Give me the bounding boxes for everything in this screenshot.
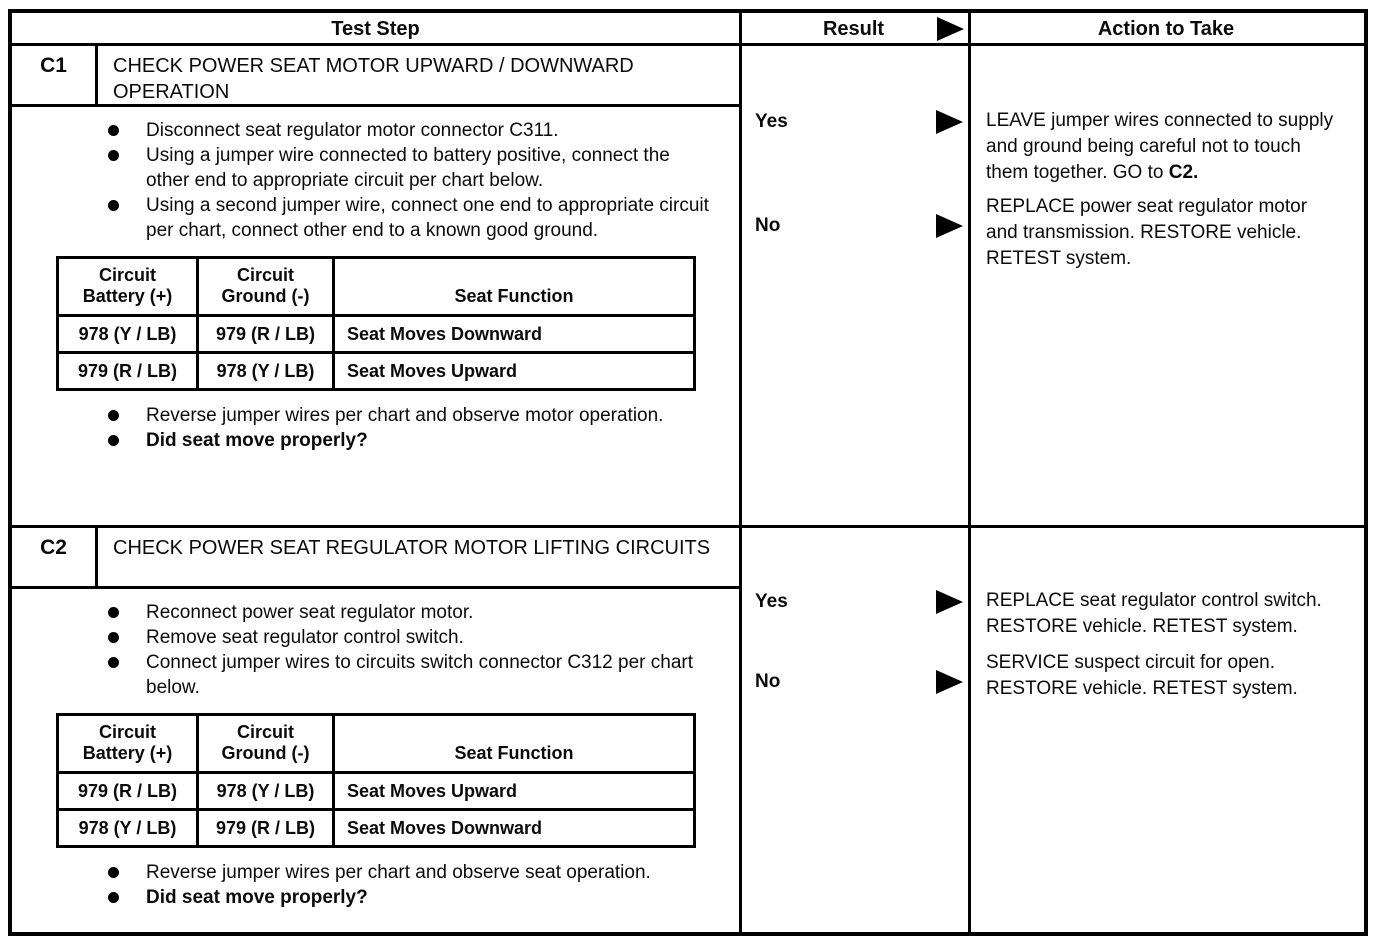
bullet-icon	[108, 125, 119, 136]
chart-cell: 978 (Y / LB)	[196, 351, 335, 391]
column-header-result-label: Result	[822, 18, 885, 40]
result-label: Yes	[755, 591, 788, 612]
action-paragraph: SERVICE suspect circuit for open. RESTOR…	[986, 652, 1298, 699]
list-item: Reverse jumper wires per chart and obser…	[12, 860, 742, 885]
action-cell: REPLACE seat regulator control switch. R…	[968, 528, 1364, 933]
instruction-list: Reverse jumper wires per chart and obser…	[12, 860, 742, 910]
column-header-result: Result	[739, 13, 968, 43]
action-paragraph: REPLACE power seat regulator motor and t…	[986, 196, 1308, 269]
bullet-icon	[108, 200, 119, 211]
table-row: Circuit Battery (+) Circuit Ground (-) S…	[56, 256, 696, 317]
list-item-question: Did seat move properly?	[12, 428, 742, 453]
circuit-chart: Circuit Battery (+) Circuit Ground (-) S…	[56, 256, 696, 391]
right-triangle-icon	[936, 590, 963, 614]
result-row-yes: Yes	[755, 590, 968, 614]
step-header: C2 CHECK POWER SEAT REGULATOR MOTOR LIFT…	[12, 528, 742, 589]
table-row: Circuit Battery (+) Circuit Ground (-) S…	[56, 713, 696, 774]
bullet-icon	[108, 657, 119, 668]
chart-header-function: Seat Function	[332, 256, 696, 317]
step-header: C1 CHECK POWER SEAT MOTOR UPWARD / DOWNW…	[12, 46, 742, 107]
chart-header-function: Seat Function	[332, 713, 696, 774]
chart-cell: 978 (Y / LB)	[56, 314, 199, 354]
result-label: Yes	[755, 111, 788, 132]
chart-cell: 979 (R / LB)	[56, 351, 199, 391]
table-row: 979 (R / LB) 978 (Y / LB) Seat Moves Upw…	[56, 351, 696, 391]
right-triangle-icon	[937, 17, 964, 41]
chart-cell: 979 (R / LB)	[196, 808, 335, 848]
test-step-cell: C2 CHECK POWER SEAT REGULATOR MOTOR LIFT…	[12, 528, 742, 933]
bullet-icon	[108, 892, 119, 903]
result-cell: Yes No	[742, 528, 968, 933]
chart-header-battery: Circuit Battery (+)	[56, 713, 199, 774]
right-triangle-icon	[936, 214, 963, 238]
result-cell: Yes No	[742, 46, 968, 525]
chart-cell: Seat Moves Upward	[332, 771, 696, 811]
step-body: Reconnect power seat regulator motor. Re…	[12, 589, 742, 910]
column-divider	[739, 13, 742, 932]
list-item: Reverse jumper wires per chart and obser…	[12, 403, 742, 428]
list-item: Remove seat regulator control switch.	[12, 625, 742, 650]
bullet-icon	[108, 150, 119, 161]
circuit-chart: Circuit Battery (+) Circuit Ground (-) S…	[56, 713, 696, 848]
chart-cell: 978 (Y / LB)	[56, 808, 199, 848]
chart-cell: Seat Moves Downward	[332, 808, 696, 848]
step-id: C1	[12, 46, 98, 104]
bullet-icon	[108, 632, 119, 643]
right-triangle-icon	[936, 110, 963, 134]
chart-cell: Seat Moves Downward	[332, 314, 696, 354]
result-label: No	[755, 671, 781, 692]
instruction-list: Disconnect seat regulator motor connecto…	[12, 118, 742, 243]
test-step-cell: C1 CHECK POWER SEAT MOTOR UPWARD / DOWNW…	[12, 46, 742, 525]
action-paragraph: REPLACE seat regulator control switch. R…	[986, 590, 1322, 637]
action-paragraph: LEAVE jumper wires connected to supply a…	[986, 110, 1334, 183]
right-triangle-icon	[936, 670, 963, 694]
chart-cell: Seat Moves Upward	[332, 351, 696, 391]
column-header-action: Action to Take	[1097, 18, 1235, 40]
list-item: Using a jumper wire connected to battery…	[12, 143, 742, 193]
instruction-list: Reconnect power seat regulator motor. Re…	[12, 600, 742, 700]
result-row-no: No	[755, 214, 968, 238]
result-label: No	[755, 215, 781, 236]
chart-cell: 979 (R / LB)	[56, 771, 199, 811]
result-row-yes: Yes	[755, 110, 968, 134]
test-section-c1: C1 CHECK POWER SEAT MOTOR UPWARD / DOWNW…	[12, 46, 1364, 528]
bold-step-reference: C2.	[1168, 162, 1199, 183]
table-row: 979 (R / LB) 978 (Y / LB) Seat Moves Upw…	[56, 771, 696, 811]
list-item: Disconnect seat regulator motor connecto…	[12, 118, 742, 143]
bullet-icon	[108, 435, 119, 446]
instruction-list: Reverse jumper wires per chart and obser…	[12, 403, 742, 453]
list-item: Reconnect power seat regulator motor.	[12, 600, 742, 625]
bullet-icon	[108, 607, 119, 618]
action-cell: LEAVE jumper wires connected to supply a…	[968, 46, 1364, 525]
test-section-c2: C2 CHECK POWER SEAT REGULATOR MOTOR LIFT…	[12, 528, 1364, 933]
list-item: Connect jumper wires to circuits switch …	[12, 650, 742, 700]
chart-header-ground: Circuit Ground (-)	[196, 713, 335, 774]
step-body: Disconnect seat regulator motor connecto…	[12, 107, 742, 453]
bullet-icon	[108, 410, 119, 421]
table-row: 978 (Y / LB) 979 (R / LB) Seat Moves Dow…	[56, 808, 696, 848]
list-item: Using a second jumper wire, connect one …	[12, 193, 742, 243]
bullet-icon	[108, 867, 119, 878]
step-title: CHECK POWER SEAT MOTOR UPWARD / DOWNWARD…	[113, 55, 634, 103]
chart-cell: 978 (Y / LB)	[196, 771, 335, 811]
step-id: C2	[12, 528, 98, 586]
diagnostic-table: Test Step Result Action to Take C1 CHECK…	[8, 9, 1368, 936]
table-header-row: Test Step Result Action to Take	[12, 13, 1364, 46]
result-row-no: No	[755, 670, 968, 694]
table-row: 978 (Y / LB) 979 (R / LB) Seat Moves Dow…	[56, 314, 696, 354]
step-title: CHECK POWER SEAT REGULATOR MOTOR LIFTING…	[113, 537, 711, 559]
chart-header-battery: Circuit Battery (+)	[56, 256, 199, 317]
column-header-test-step: Test Step	[331, 18, 420, 40]
chart-header-ground: Circuit Ground (-)	[196, 256, 335, 317]
column-divider	[968, 13, 971, 932]
list-item-question: Did seat move properly?	[12, 885, 742, 910]
chart-cell: 979 (R / LB)	[196, 314, 335, 354]
